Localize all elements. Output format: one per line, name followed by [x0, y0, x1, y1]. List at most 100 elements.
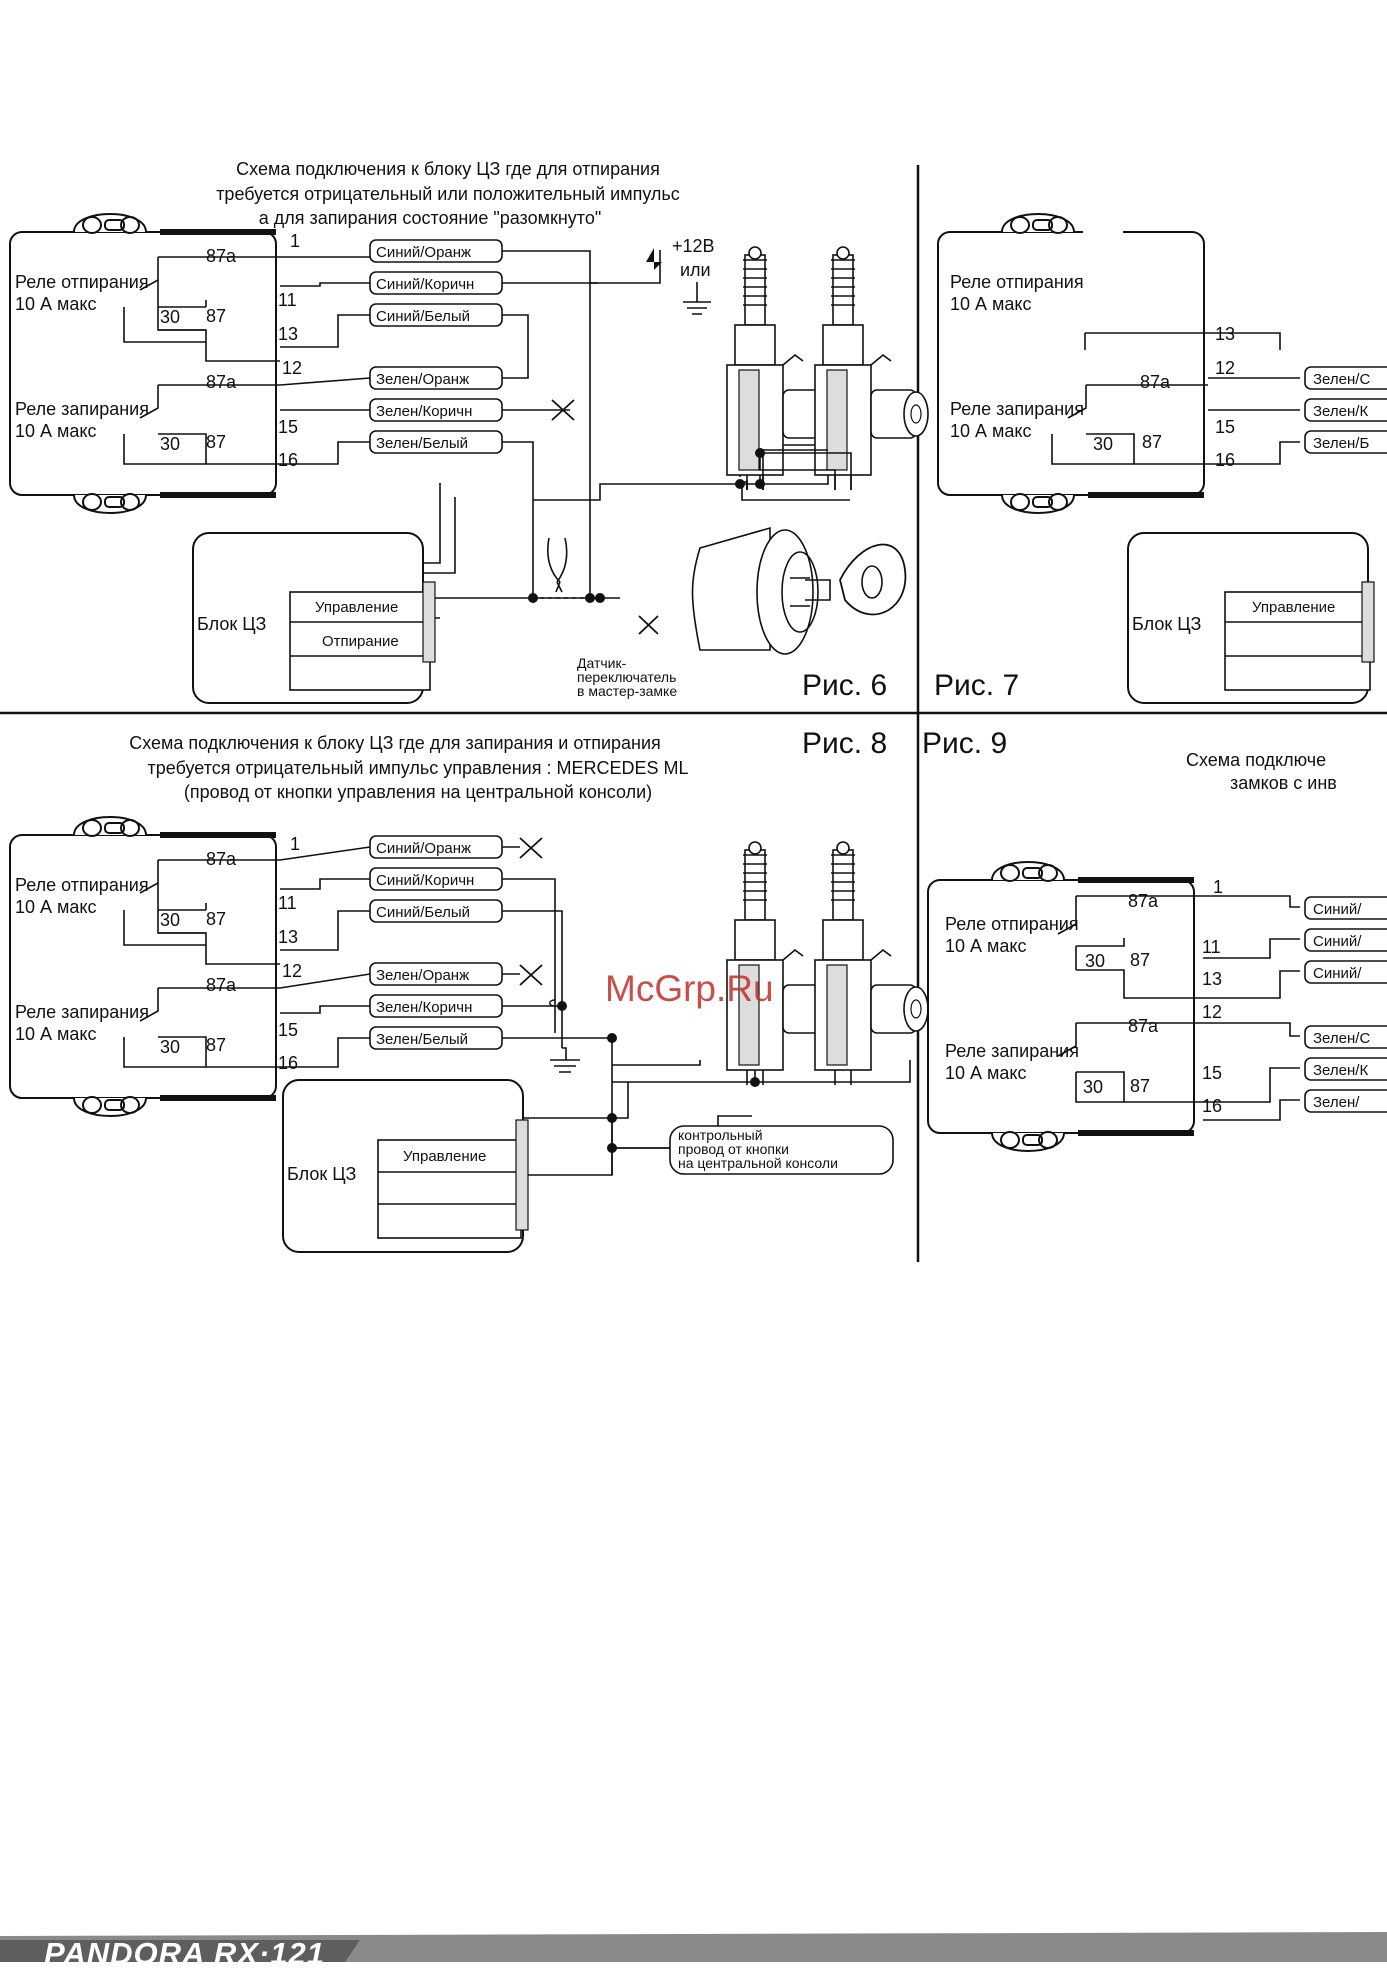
fig9-wire-16: Зелен/ — [1313, 1094, 1360, 1111]
fig6-sensor-line2: переключатель — [577, 669, 676, 685]
fig6-wire-labels: Синий/Оранж Синий/Коричн Синий/Белый Зел… — [369, 239, 503, 454]
fig8-cross-marks — [519, 837, 543, 986]
fig7-wire-16: Зелен/Б — [1313, 435, 1369, 452]
fig8-pin-30-top: 30 — [160, 910, 180, 930]
fig7-cz-block — [1127, 532, 1375, 704]
fig8-cz-block-label: Блок ЦЗ — [287, 1164, 356, 1184]
fig6-wire-13: Синий/Белый — [376, 308, 470, 325]
fig6-pin-13: 13 — [278, 324, 298, 344]
fig8-caption: Рис. 8 — [802, 727, 887, 760]
fig9-pin-87-top: 87 — [1130, 950, 1150, 970]
fig9-pin-30-top: 30 — [1085, 951, 1105, 971]
fig7-pin-15: 15 — [1215, 417, 1235, 437]
fig9-wiring — [1203, 895, 1300, 1121]
fig6-relay-module — [10, 214, 280, 513]
fig6-power-arrow — [646, 248, 662, 270]
fig8-actuator-2 — [814, 841, 929, 1086]
fig6-cz-block — [192, 532, 436, 704]
fig9-pin-16: 16 — [1202, 1096, 1222, 1116]
fig9-pin-30-bottom: 30 — [1083, 1077, 1103, 1097]
fig8-pin-12: 12 — [282, 961, 302, 981]
fig7-relay-unlock-rating: 10 А макс — [950, 294, 1032, 314]
fig8-wire-13: Синий/Белый — [376, 904, 470, 921]
fig6-pin-87-top: 87 — [206, 306, 226, 326]
fig7-wire-labels: Зелен/С Зелен/К Зелен/Б — [1304, 366, 1387, 454]
fig8-pin-1: 1 — [290, 834, 300, 854]
fig7-relay-lock-label: Реле запирания — [950, 399, 1084, 419]
fig9-pin-13: 13 — [1202, 969, 1222, 989]
fig8-pin-16: 16 — [278, 1053, 298, 1073]
fig8-pin-87a-bottom: 87a — [206, 975, 237, 995]
fig8-wire-15: Зелен/Коричн — [376, 999, 472, 1016]
footer-brand: PANDORA RX·121 — [44, 1936, 325, 1971]
fig6-relay-unlock-label: Реле отпирания — [15, 272, 149, 292]
fig7-relay-lock-rating: 10 А макс — [950, 421, 1032, 441]
fig8-wire-16: Зелен/Белый — [376, 1031, 468, 1048]
fig6-title-line2: требуется отрицательный или положительны… — [216, 184, 680, 204]
fig6-cross-marks — [551, 399, 659, 635]
fig9-pin-1: 1 — [1213, 877, 1223, 897]
fig9-caption: Рис. 9 — [922, 727, 1007, 760]
fig6-cz-row-control: Управление — [315, 599, 398, 616]
fig7-pin-87a: 87a — [1140, 372, 1171, 392]
fig6-pin-87a-top: 87a — [206, 246, 237, 266]
fig9-title-line1: Схема подключе — [1186, 750, 1326, 770]
fig6-caption: Рис. 6 — [802, 669, 887, 702]
fig6-power-label: +12В — [672, 236, 715, 256]
fig9-pin-15: 15 — [1202, 1063, 1222, 1083]
fig6-pin-12: 12 — [282, 358, 302, 378]
fig6-relay-unlock-rating: 10 А макс — [15, 294, 97, 314]
fig6-pins: 1 87a 30 87 11 13 12 87a 30 87 15 16 — [160, 231, 302, 470]
fig9-wire-labels: Синий/ Синий/ Синий/ Зелен/С Зелен/К Зел… — [1304, 896, 1387, 1113]
fig7-relay-unlock-label: Реле отпирания — [950, 272, 1084, 292]
fig6-pin-30-top: 30 — [160, 307, 180, 327]
fig9-relay-module — [927, 861, 1203, 1152]
fig8-wire-12: Зелен/Оранж — [376, 967, 469, 984]
fig6-sensor-line3: в мастер-замке — [577, 683, 677, 699]
fig9-pin-87a-bottom: 87a — [1128, 1016, 1159, 1036]
fig7-wire-12: Зелен/С — [1313, 371, 1370, 388]
fig9-relay-unlock-label: Реле отпирания — [945, 914, 1079, 934]
fig6-title: Схема подключения к блоку ЦЗ где для отп… — [216, 159, 680, 228]
fig8-control-wire-callout: контрольный провод от кнопки на централь… — [669, 1125, 894, 1175]
fig8-pin-87-top: 87 — [206, 909, 226, 929]
fig8-relay-lock-rating: 10 А макс — [15, 1024, 97, 1044]
fig6-pin-16: 16 — [278, 450, 298, 470]
fig9-wire-13: Синий/ — [1313, 965, 1362, 982]
fig7-pin-87: 87 — [1142, 432, 1162, 452]
fig9-relay-lock-label: Реле запирания — [945, 1041, 1079, 1061]
fig8-pin-87-bottom: 87 — [206, 1035, 226, 1055]
fig9-pin-12: 12 — [1202, 1002, 1222, 1022]
fig6-wire-16: Зелен/Белый — [376, 435, 468, 452]
fig9-pin-87a-top: 87a — [1128, 891, 1159, 911]
fig8-pin-15: 15 — [278, 1020, 298, 1040]
fig7-caption: Рис. 7 — [934, 669, 1019, 702]
fig7-pin-30: 30 — [1093, 434, 1113, 454]
fig7-pin-13: 13 — [1215, 324, 1235, 344]
fig9-title: Схема подключе замков с инв — [1186, 750, 1337, 793]
fig8-pin-13: 13 — [278, 927, 298, 947]
fig6-title-line3: а для запирания состояние "разомкнуто" — [259, 208, 602, 228]
fig6-ground-symbol — [683, 282, 711, 315]
fig8-pin-30-bottom: 30 — [160, 1037, 180, 1057]
fig7-pin-12: 12 — [1215, 358, 1235, 378]
fig6-wire-1: Синий/Оранж — [376, 244, 471, 261]
fig6-wire-11: Синий/Коричн — [376, 276, 474, 293]
fig9-wire-1: Синий/ — [1313, 901, 1362, 918]
fig8-relay-module — [10, 817, 280, 1116]
fig8-cz-row-control: Управление — [403, 1148, 486, 1165]
fig7-relay-module — [937, 213, 1208, 514]
fig9-wire-12: Зелен/С — [1313, 1030, 1370, 1047]
fig6-title-line1: Схема подключения к блоку ЦЗ где для отп… — [236, 159, 660, 179]
fig8-control-line3: на центральной консоли — [678, 1155, 838, 1171]
fig8-title-line1: Схема подключения к блоку ЦЗ где для зап… — [129, 733, 661, 753]
fig6-pin-30-bottom: 30 — [160, 434, 180, 454]
fig8-control-line2: провод от кнопки — [678, 1141, 789, 1157]
fig6-power-or: или — [680, 260, 711, 280]
fig8-control-line1: контрольный — [678, 1127, 763, 1143]
fig6-pin-11: 11 — [278, 290, 297, 310]
fig6-cz-block-label: Блок ЦЗ — [197, 614, 266, 634]
fig9-relay-lock-rating: 10 А макс — [945, 1063, 1027, 1083]
fig7-wiring — [1208, 377, 1300, 465]
